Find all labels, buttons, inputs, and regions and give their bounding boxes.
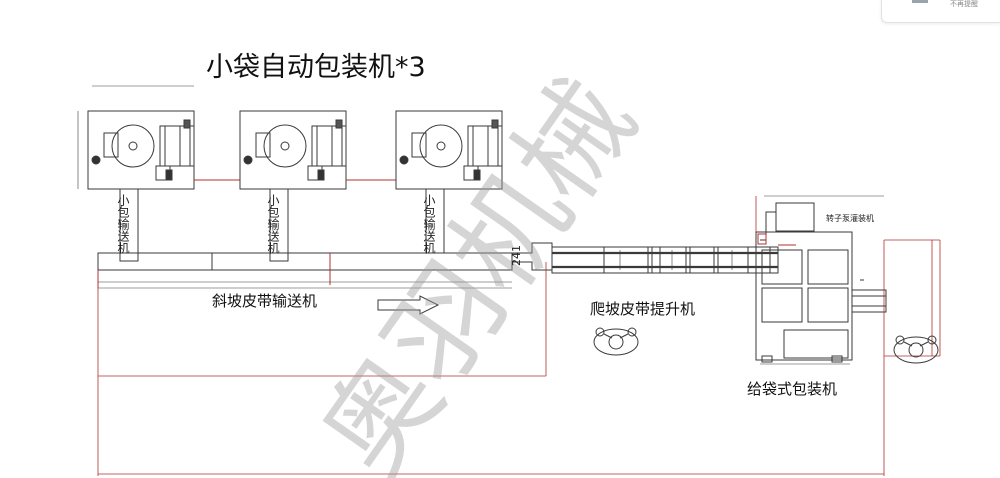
- small-conveyor-1: [119, 188, 139, 262]
- climb-conveyor-label: 爬坡皮带提升机: [590, 300, 695, 318]
- notice-icon: [912, 0, 928, 3]
- screw-filler: [757, 195, 884, 245]
- climb-belt-elevator: [512, 242, 796, 274]
- small-conveyor-label-3: 小包输送机: [422, 194, 436, 254]
- small-bag-machine-3: [395, 110, 503, 190]
- small-bag-machine-1: [77, 85, 195, 190]
- bagging-machine: [755, 231, 887, 365]
- dimension-marker: 241: [510, 245, 523, 266]
- small-conveyor-2: [269, 188, 289, 262]
- incline-conveyor-label: 斜坡皮带输送机: [212, 292, 317, 310]
- dismiss-notice-link[interactable]: 不再提醒: [950, 0, 978, 8]
- dimension-lines: [97, 196, 941, 476]
- small-bag-machine-2: [239, 110, 347, 190]
- operator-right: [893, 335, 939, 364]
- diagram-title: 小袋自动包装机*3: [206, 52, 426, 83]
- notice-popup[interactable]: 不再提醒: [881, 0, 1000, 23]
- bagging-machine-label: 给袋式包装机: [747, 380, 837, 398]
- screw-filler-label: 转子泵灌装机: [826, 213, 874, 223]
- small-conveyor-label-2: 小包输送机: [266, 194, 280, 254]
- small-conveyor-label-1: 小包输送机: [116, 194, 130, 254]
- operator-left: [593, 327, 639, 356]
